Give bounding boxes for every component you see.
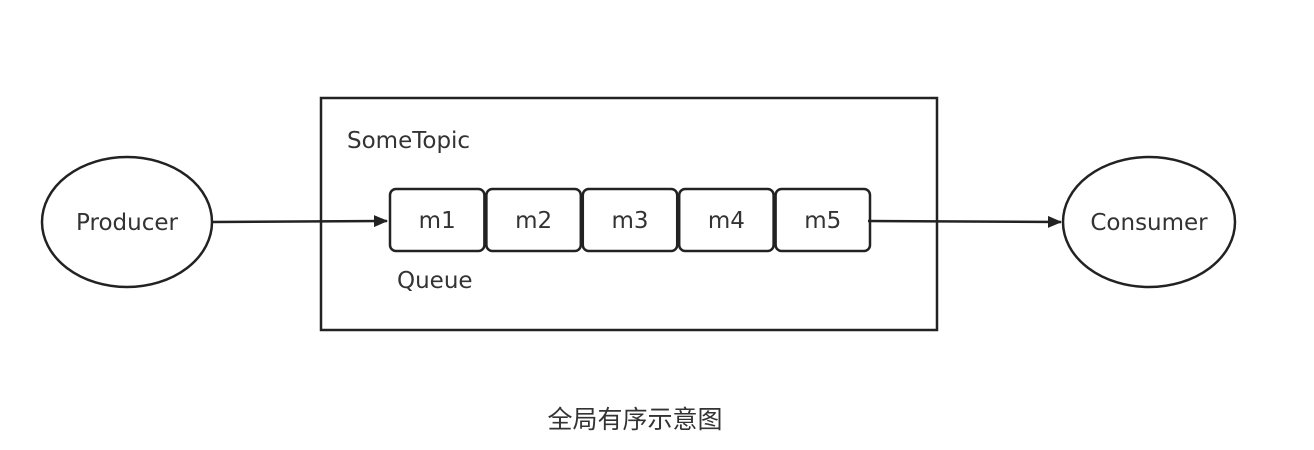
producer-to-queue-arrow: [211, 215, 388, 228]
queue-to-consumer-arrow: [867, 215, 1062, 228]
message-cell-m2: m2: [485, 187, 583, 253]
topic-container: SomeTopic: [319, 96, 939, 332]
topic-label: SomeTopic: [347, 128, 470, 154]
message-box: [485, 187, 583, 253]
message-cell-m3: m3: [581, 187, 679, 253]
consumer-ellipse: [1061, 155, 1237, 289]
message-box: [388, 187, 486, 253]
queue-label: Queue: [397, 268, 473, 294]
message-label: m5: [804, 208, 841, 234]
producer-label: Producer: [76, 210, 178, 236]
queue: m1 m2 m3 m4 m5: [388, 187, 872, 253]
message-label: m4: [708, 208, 745, 234]
message-label: m3: [611, 208, 648, 234]
message-cell-m1: m1: [388, 187, 486, 253]
message-cell-m4: m4: [677, 187, 775, 253]
consumer-label: Consumer: [1090, 210, 1208, 236]
message-box: [581, 187, 679, 253]
diagram-caption: 全局有序示意图: [547, 405, 723, 434]
message-label: m2: [515, 208, 552, 234]
consumer-node: Consumer: [1061, 155, 1237, 289]
message-label: m1: [419, 208, 456, 234]
topic-box: [319, 96, 939, 332]
message-cell-m5: m5: [774, 187, 872, 253]
producer-node: Producer: [40, 155, 214, 289]
message-box: [677, 187, 775, 253]
